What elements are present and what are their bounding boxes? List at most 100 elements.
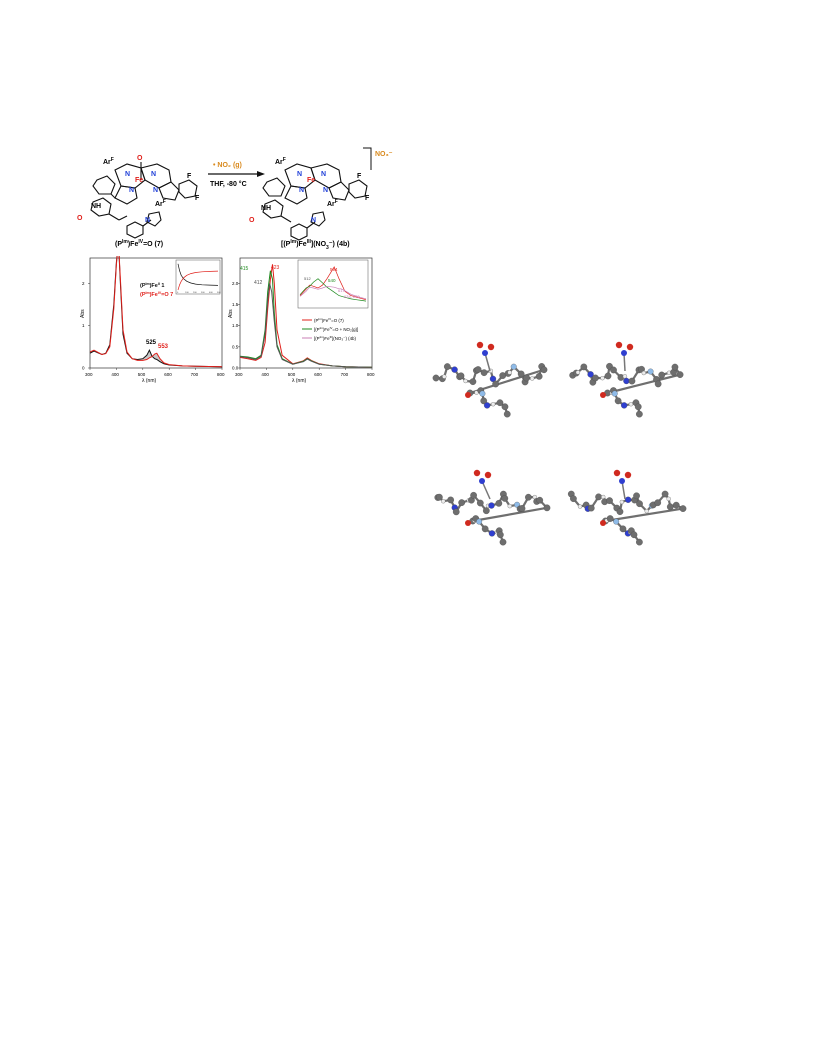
atom (619, 525, 627, 533)
atom-n (482, 350, 488, 356)
atom (641, 370, 646, 376)
reagent-label: • NO₂ (g) (213, 162, 242, 169)
bond (472, 506, 548, 523)
atom (614, 397, 622, 405)
atom (499, 538, 507, 546)
chart2-ytick-label-1: 0.5 (232, 344, 239, 349)
chart1-inset-xtick-label-3: 300 (201, 292, 205, 294)
chart2-inset-annot-634: 634, 670 (344, 294, 360, 299)
atom (679, 505, 687, 512)
atom (610, 366, 617, 374)
atom-o (624, 471, 632, 479)
atom (518, 505, 526, 512)
atom (644, 508, 649, 514)
reaction-scheme: ArF O Fe N N N N F F ArF NH O N • NO₂ (g… (77, 147, 393, 250)
chart1-xtick-label-4: 700 (191, 372, 199, 377)
arrow-head (257, 171, 265, 177)
atom (540, 366, 548, 374)
atom (647, 368, 654, 375)
chart2-xtick-label-5: 800 (367, 372, 375, 377)
chart2-legend: (PIm)FeIV=O (7) [(PIm)FeIV=O + NO₂(g)] [… (302, 317, 358, 341)
conditions-label: THF, -80 °C (210, 180, 247, 188)
atom (507, 370, 512, 375)
chart1-inset-xtick-label-1: 100 (185, 292, 189, 294)
atom-o (465, 392, 471, 398)
reactant-structure (90, 162, 198, 239)
chart1-xtick-label-3: 600 (164, 372, 172, 377)
atom (666, 496, 671, 502)
atom (442, 374, 447, 379)
atom-n (619, 478, 625, 484)
atom-o (626, 343, 634, 351)
chart1-legend: (PIm)FeII 1 (PIm)FeIV=O 7 (140, 282, 173, 298)
reactant-fe-label: Fe (135, 177, 143, 184)
atom-o (473, 469, 481, 477)
chart2-xlabel: λ (nm) (292, 378, 307, 384)
chart1-inset-line-0 (177, 263, 219, 286)
chart2-inset-annot-594: 594 (330, 267, 338, 272)
atom (457, 372, 465, 380)
chart2-inset-line-1 (299, 278, 367, 302)
chart1-ylabel: Abs (80, 309, 86, 318)
atom (530, 376, 535, 381)
chart2-ytick-label-2: 1.0 (232, 323, 239, 328)
reactant-arF-label: ArF (103, 157, 114, 166)
atom (619, 499, 624, 505)
chart1-xtick-label-2: 500 (138, 372, 146, 377)
atom (661, 490, 669, 498)
atom (492, 380, 500, 388)
atom (633, 492, 640, 500)
molecule-model-4 (567, 469, 687, 546)
reactant-f2: F (195, 195, 200, 202)
molecule-model-3 (434, 469, 551, 546)
atom (624, 496, 632, 503)
atom (503, 410, 511, 418)
atom (476, 499, 484, 507)
chart2-ytick-label-0: 0.0 (232, 366, 239, 371)
atom (501, 403, 509, 411)
atom-o (465, 520, 471, 526)
atom (536, 496, 544, 504)
atom (491, 402, 496, 407)
atom (604, 372, 612, 380)
bond (621, 480, 626, 500)
atom (463, 378, 468, 384)
product-n4: N (323, 187, 328, 194)
atom (616, 508, 624, 516)
atom (580, 363, 588, 371)
reactant-n3: N (129, 187, 134, 194)
chart1-legend-1: (PIm)FeIV=O 7 (140, 291, 173, 298)
atom (496, 399, 504, 407)
reactant-oxo-label: O (137, 155, 143, 162)
atom (451, 366, 458, 373)
chart1-legend-0: (PIm)FeII 1 (140, 282, 164, 289)
atom (621, 402, 628, 409)
chart1-series-line-1 (89, 256, 223, 368)
atom (489, 375, 497, 383)
product-amide-o: O (249, 217, 255, 224)
atom-o (487, 343, 495, 351)
chart2-ytick-label-4: 2.0 (232, 281, 239, 286)
product-arF-label-2: ArF (327, 199, 338, 208)
atom (480, 397, 488, 405)
atom-n (479, 478, 485, 484)
chart1-xlabel: λ (nm) (142, 378, 157, 384)
product-compound-label: [(PIm)FeIII](NO3⁻) (4b) (281, 239, 350, 250)
chart2-xtick-label-3: 600 (314, 372, 322, 377)
product-n1: N (297, 171, 302, 178)
atom (447, 496, 455, 504)
atom (654, 380, 662, 388)
chart2-annot-423: 423 (271, 265, 280, 271)
chart1-inset-xtick-label-5: 500 (217, 292, 221, 294)
bond (481, 480, 491, 500)
atom-o (476, 341, 484, 349)
atom (470, 491, 477, 499)
molecular-models (432, 341, 687, 546)
atom (483, 402, 491, 409)
atom (476, 518, 483, 525)
chart1-ytick-label-0: 0 (82, 366, 85, 371)
chart1-series (89, 256, 223, 368)
